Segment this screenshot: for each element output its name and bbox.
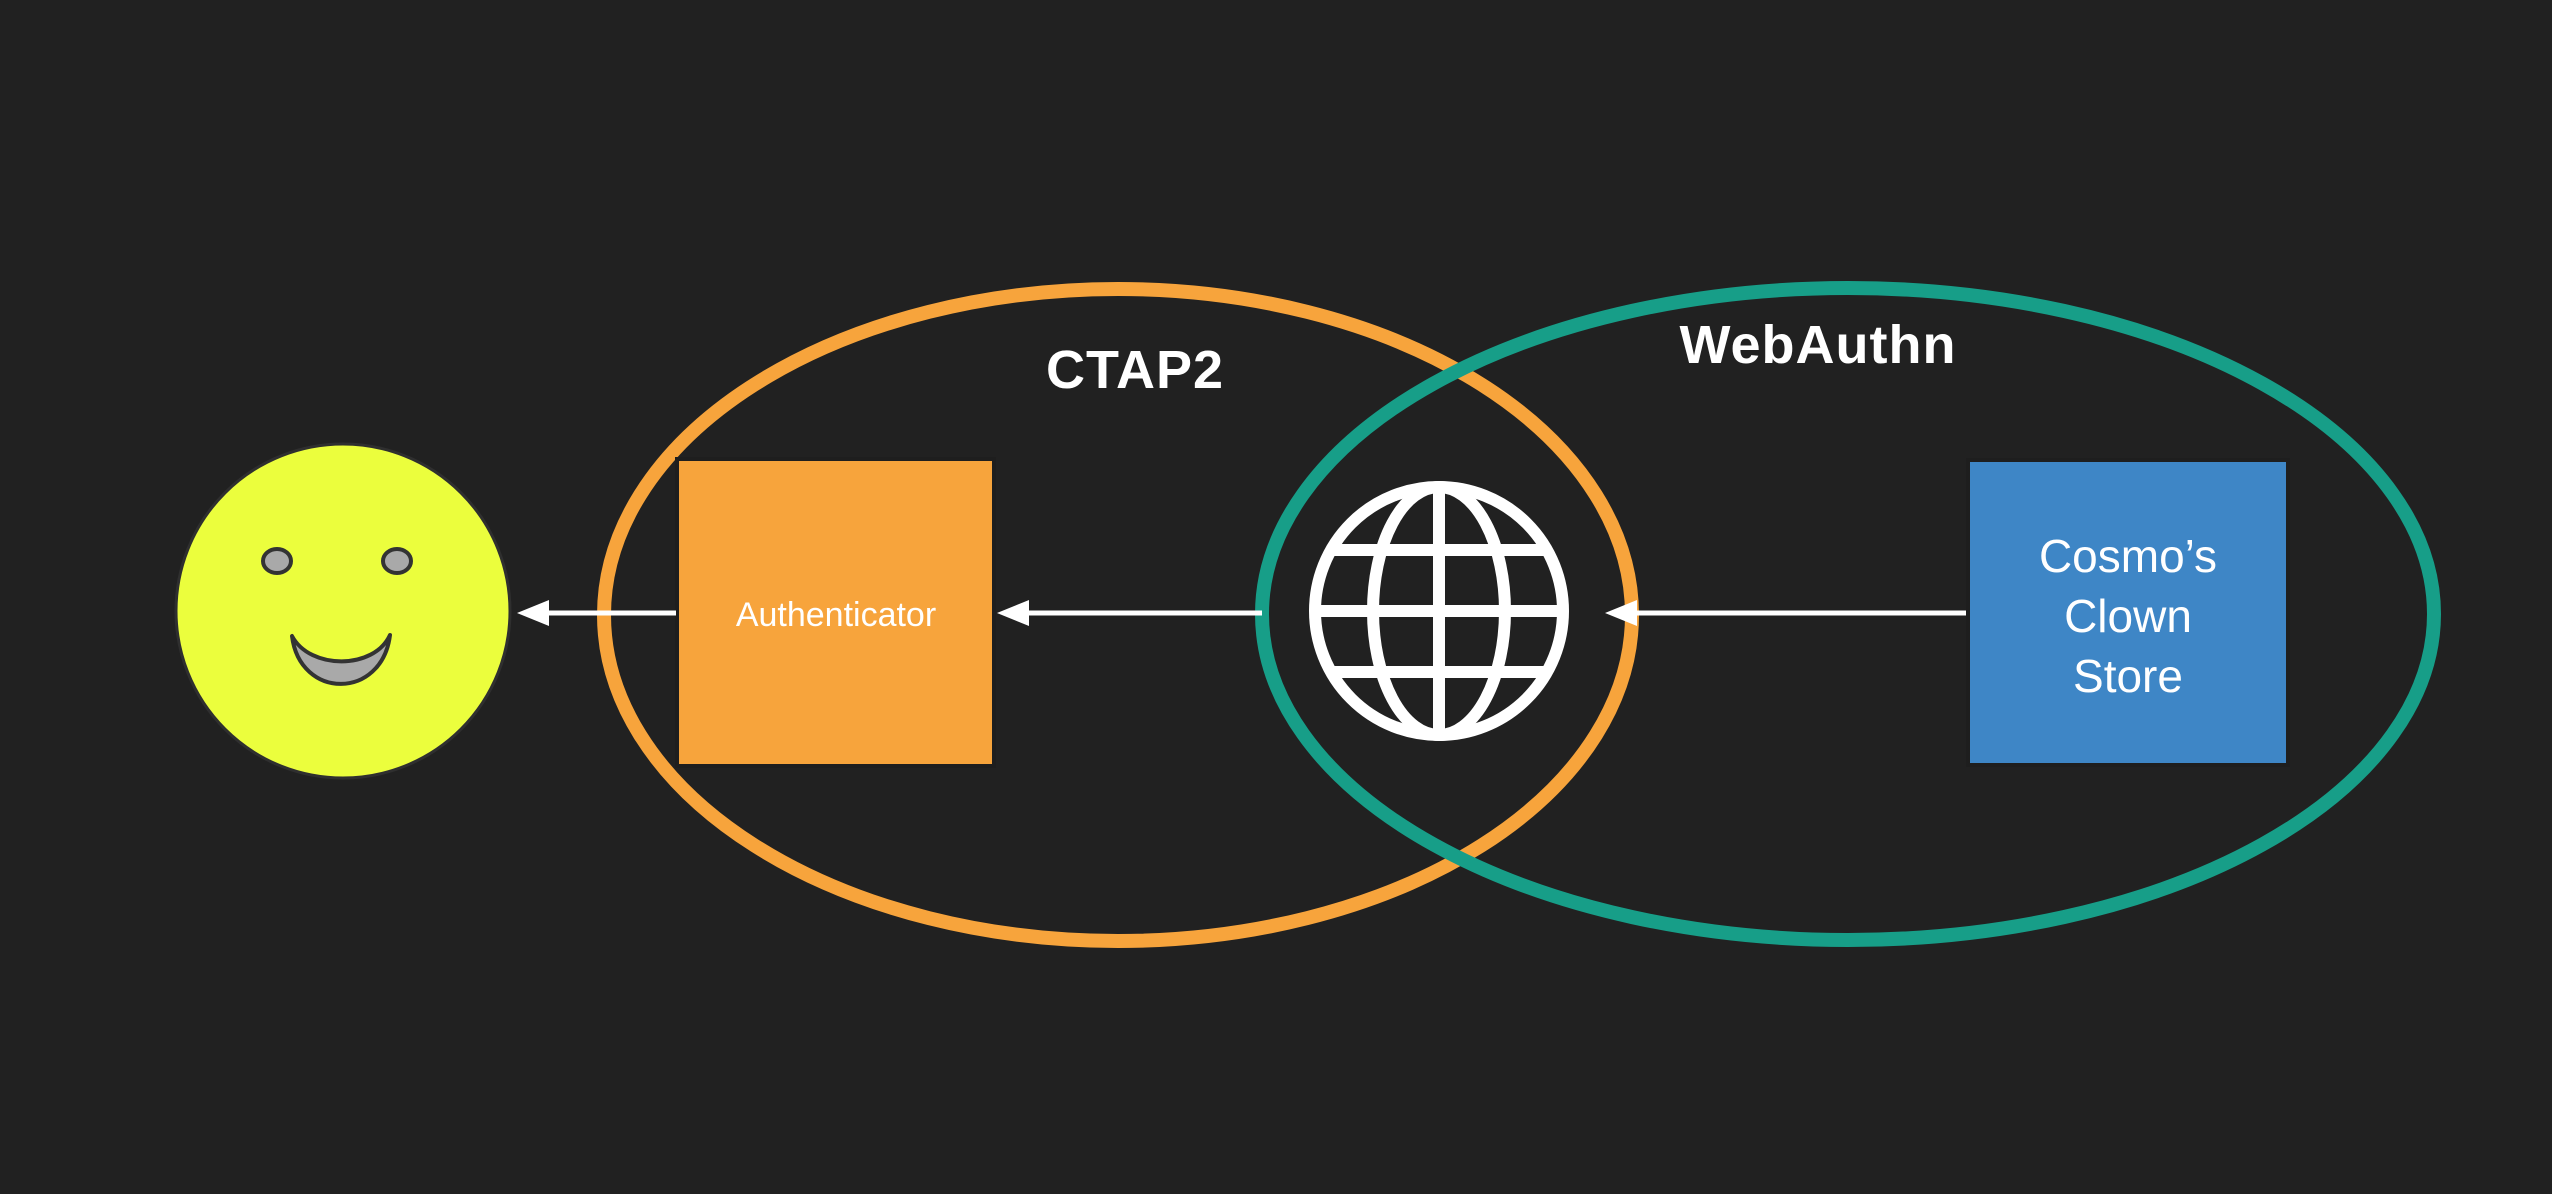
smiley-left-eye [261, 547, 293, 575]
clown-store-label-line2: Clown [2064, 590, 2192, 642]
smiley-right-eye [381, 547, 413, 575]
globe-icon [1309, 481, 1569, 741]
relying-party-node: Cosmo’s Clown Store [1966, 458, 2290, 767]
arrow-internet-to-authenticator [997, 600, 1262, 626]
clown-store-label-line1: Cosmo’s [2039, 530, 2217, 582]
smiley-mouth [290, 633, 392, 686]
authenticator-box-label: Authenticator [736, 596, 936, 634]
arrow-head-left-icon [1605, 600, 1637, 626]
clown-store-box [1966, 458, 2290, 767]
arrow-head-left-icon [517, 600, 549, 626]
arrow-head-left-icon [997, 600, 1029, 626]
arrow-store-to-internet [1605, 600, 1966, 626]
user-smiley-face-icon [174, 442, 512, 780]
clown-store-label-line3: Store [2073, 650, 2183, 702]
webauthn-label: WebAuthn [1680, 315, 1957, 375]
ctap2-label: CTAP2 [1046, 340, 1224, 400]
smiley-head [174, 442, 512, 780]
authenticator-node: Authenticator [675, 457, 996, 768]
authenticator-box [675, 457, 996, 768]
arrow-authenticator-to-user [517, 600, 676, 626]
